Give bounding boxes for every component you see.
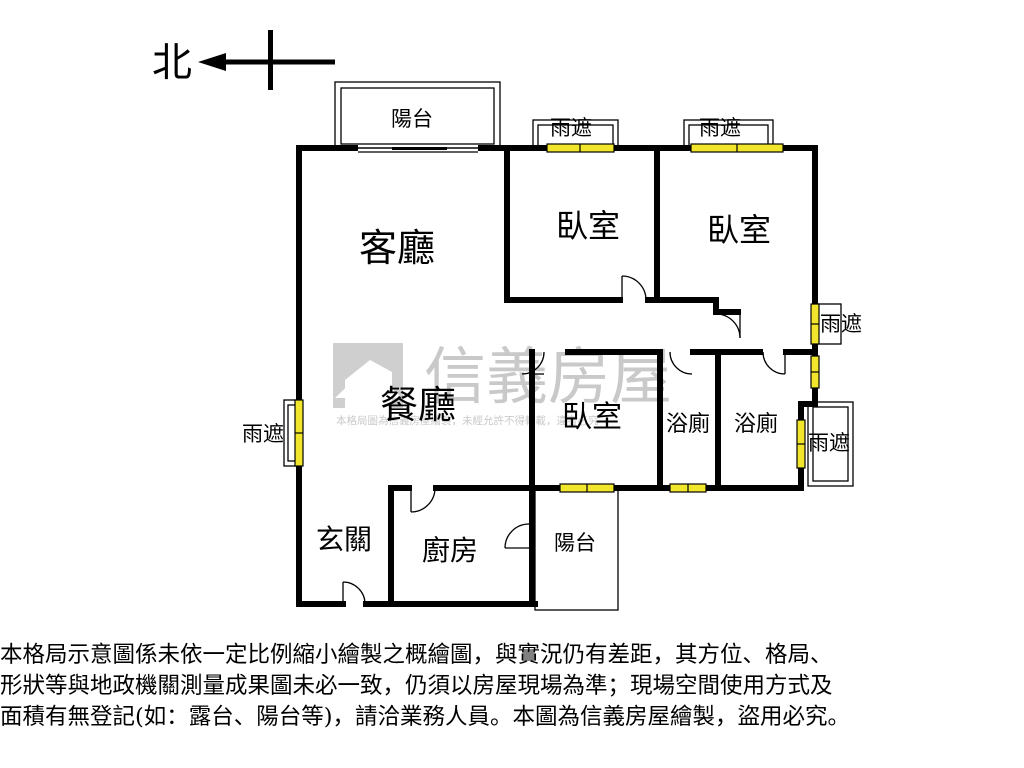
watermark-logo-icon bbox=[333, 343, 403, 408]
awning-top-2-label: 雨遮 bbox=[699, 116, 741, 140]
entrance-label: 玄關 bbox=[316, 523, 372, 556]
disclaimer-text: 本格局示意圖係未依一定比例縮小繪製之概繪圖，與實況仍有差距，其方位、格局、 形狀… bbox=[0, 642, 851, 730]
windows bbox=[294, 143, 820, 493]
awning-top-1-label: 雨遮 bbox=[550, 116, 592, 140]
bathroom-2-label: 浴廁 bbox=[734, 412, 778, 437]
awning-left-label: 雨遮 bbox=[242, 422, 284, 446]
bedroom-1-label: 臥室 bbox=[556, 207, 620, 245]
kitchen-label: 廚房 bbox=[422, 534, 478, 567]
awning-right-1-label: 雨遮 bbox=[820, 312, 862, 336]
living-room-label: 客廳 bbox=[359, 226, 435, 270]
dining-room-label: 餐廳 bbox=[380, 383, 456, 427]
bedroom-3-label: 臥室 bbox=[562, 400, 622, 435]
watermark-fine-print: 本格局圖為信義房屋繪製，未經允許不得轉載，違者必究 bbox=[336, 414, 599, 427]
awning-right-2-label: 雨遮 bbox=[808, 431, 850, 455]
room-labels: 客廳 餐廳 臥室 臥室 臥室 浴廁 浴廁 玄關 廚房 陽台 陽台 雨遮 雨遮 雨… bbox=[242, 107, 862, 567]
north-arrow-icon bbox=[198, 53, 226, 71]
compass: 北 bbox=[152, 30, 335, 90]
bedroom-2-label: 臥室 bbox=[707, 211, 771, 249]
living-room-sliding-door bbox=[358, 147, 478, 153]
north-label: 北 bbox=[152, 40, 192, 86]
balcony-top-label: 陽台 bbox=[391, 107, 433, 131]
bathroom-1-label: 浴廁 bbox=[666, 412, 710, 437]
balcony-kitchen-label: 陽台 bbox=[554, 531, 596, 555]
floor-plan: 北 信義房屋 本格局圖為信義房屋繪製，未經允許不得轉載，違者必究 bbox=[152, 30, 862, 611]
door-swings bbox=[342, 275, 786, 605]
